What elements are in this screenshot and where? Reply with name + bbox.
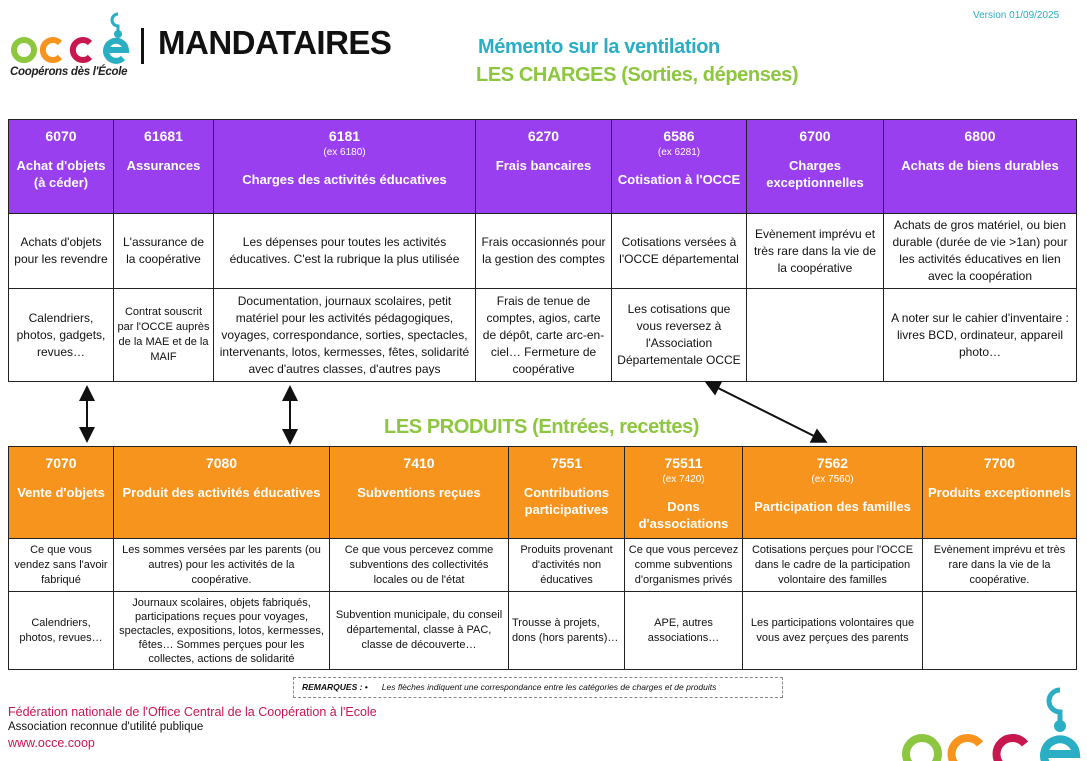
produit-description: Produits provenant d'activités non éduca… bbox=[508, 538, 625, 592]
charge-examples: Contrat souscrit par l'OCCE auprès de la… bbox=[113, 288, 214, 382]
produit-header: 7562(ex 7560)Participation des familles bbox=[742, 446, 923, 539]
produit-description: Cotisations perçues pour l'OCCE dans le … bbox=[742, 538, 923, 592]
charge-description: Les dépenses pour toutes les activités é… bbox=[213, 213, 476, 289]
charge-description: L'assurance de la coopérative bbox=[113, 213, 214, 289]
arrow-6586-7562 bbox=[704, 381, 828, 443]
charge-description: Cotisations versées à l'OCCE département… bbox=[611, 213, 747, 289]
charge-examples: A noter sur le cahier d'inventaire : liv… bbox=[883, 288, 1077, 382]
charge-description: Achats d'objets pour les revendre bbox=[8, 213, 114, 289]
charge-description: Evènement imprévu et très rare dans la v… bbox=[746, 213, 884, 289]
charge-examples: Documentation, journaux scolaires, petit… bbox=[213, 288, 476, 382]
produits-heading: LES PRODUITS (Entrées, recettes) bbox=[384, 416, 700, 438]
produit-description: Ce que vous percevez comme subventions d… bbox=[329, 538, 509, 592]
produit-description: Ce que vous percevez comme subventions d… bbox=[624, 538, 743, 592]
footer-org: Fédération nationale de l'Office Central… bbox=[8, 705, 377, 719]
charges-heading: LES CHARGES (Sorties, dépenses) bbox=[476, 64, 799, 86]
produit-description: Ce que vous vendez sans l'avoir fabriqué bbox=[8, 538, 114, 592]
charge-header: 6181(ex 6180)Charges des activités éduca… bbox=[213, 119, 476, 214]
charge-examples bbox=[746, 288, 884, 382]
occe-logo bbox=[11, 12, 130, 64]
page-title: MANDATAIRES bbox=[158, 24, 392, 61]
charge-examples: Les cotisations que vous reversez à l'As… bbox=[611, 288, 747, 382]
footer-website-link[interactable]: www.occe.coop bbox=[8, 736, 95, 750]
charges-description-row: Achats d'objets pour les revendre L'assu… bbox=[8, 213, 1077, 289]
charge-examples: Frais de tenue de comptes, agios, carte … bbox=[475, 288, 612, 382]
subtitle: Mémento sur la ventilation bbox=[478, 36, 720, 58]
produit-examples: APE, autres associations… bbox=[624, 591, 743, 670]
occe-logo-footer bbox=[902, 687, 1081, 761]
footer-status: Association reconnue d'utilité publique bbox=[8, 721, 204, 733]
produit-description: Evènement imprévu et très rare dans la v… bbox=[922, 538, 1077, 592]
title-divider bbox=[141, 28, 144, 64]
produits-description-row: Ce que vous vendez sans l'avoir fabriqué… bbox=[8, 538, 1077, 592]
charge-examples: Calendriers, photos, gadgets, revues… bbox=[8, 288, 114, 382]
produit-examples: Calendriers, photos, revues… bbox=[8, 591, 114, 670]
produit-examples: Les participations volontaires que vous … bbox=[742, 591, 923, 670]
brand-tagline: Coopérons dès l'École bbox=[10, 66, 128, 78]
charge-header: 6586(ex 6281)Cotisation à l'OCCE bbox=[611, 119, 747, 214]
produit-header: 75511(ex 7420)Dons d'associations bbox=[624, 446, 743, 539]
charge-description: Frais occasionnés pour la gestion des co… bbox=[475, 213, 612, 289]
remarks-label: REMARQUES : • bbox=[302, 682, 368, 692]
produit-examples: Subvention municipale, du conseil départ… bbox=[329, 591, 509, 670]
produit-description: Les sommes versées par les parents (ou a… bbox=[113, 538, 330, 592]
remarks-text: Les flèches indiquent une correspondance… bbox=[381, 682, 717, 692]
produit-examples: Journaux scolaires, objets fabriqués, pa… bbox=[113, 591, 330, 670]
produit-examples bbox=[922, 591, 1077, 670]
produit-examples: Trousse à projets, dons (hors parents)… bbox=[508, 591, 625, 670]
charge-description: Achats de gros matériel, ou bien durable… bbox=[883, 213, 1077, 289]
remarks-box: REMARQUES : • Les flèches indiquent une c… bbox=[293, 677, 783, 698]
produits-examples-row: Calendriers, photos, revues… Journaux sc… bbox=[8, 591, 1077, 670]
version-label: Version 01/09/2025 bbox=[973, 10, 1060, 21]
charges-examples-row: Calendriers, photos, gadgets, revues… Co… bbox=[8, 288, 1077, 382]
